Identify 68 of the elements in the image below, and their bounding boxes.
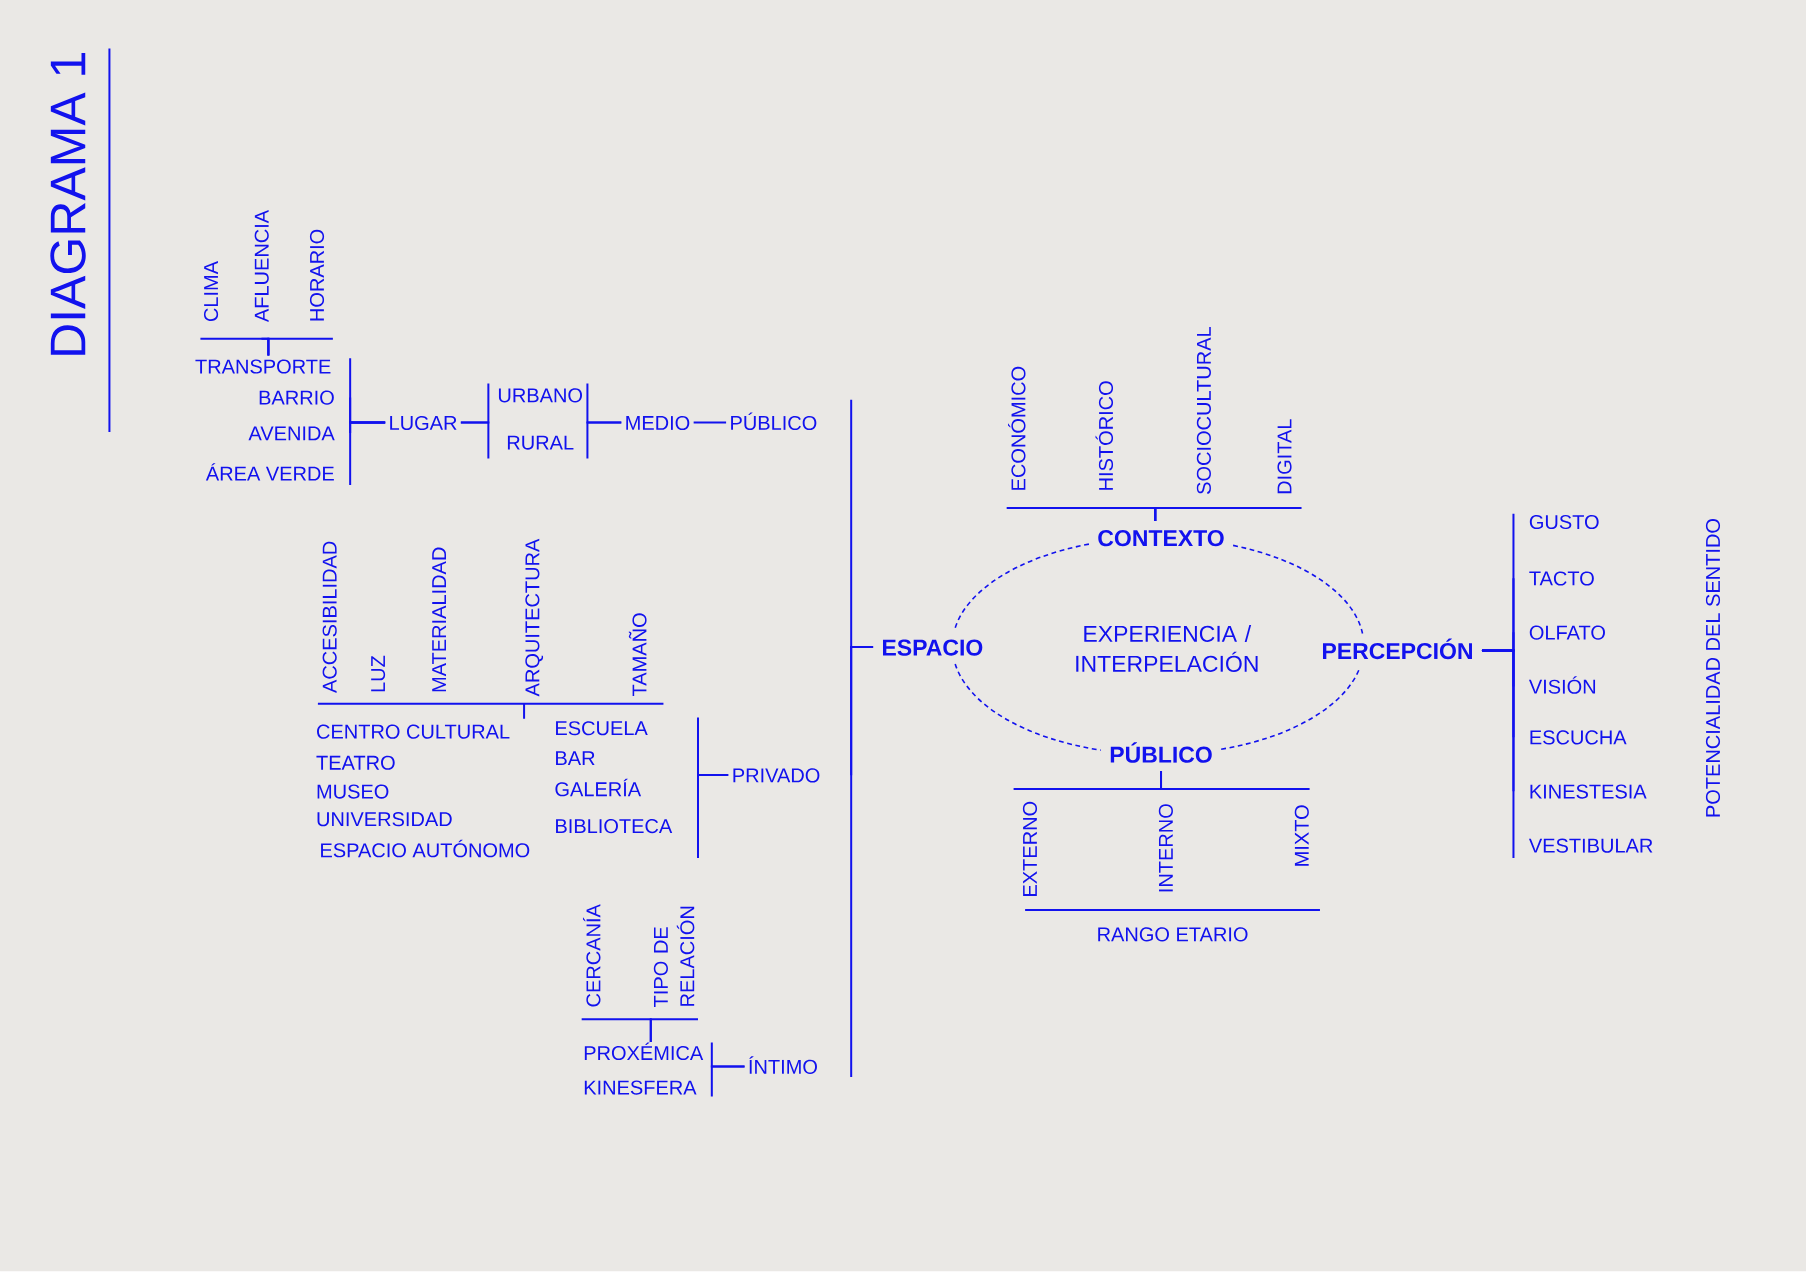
term-label: ESCUELA [556,721,648,736]
term-label: LUGAR [390,416,457,431]
diagram-title: DIAGRAMA 1 [50,53,86,356]
vertical-term-label: INTERNO [1158,804,1173,892]
term-label: ESPACIO AUTÓNOMO [321,840,530,858]
vertical-term-label: CLIMA [203,261,219,322]
term-label: TRANSPORTE [195,359,331,374]
group-label: RANGO ETARIO [1098,927,1248,942]
term-label: VISIÓN [1528,676,1596,694]
comb-connector [649,1018,699,1044]
vertical-term-label: EXTERNO [1022,802,1038,897]
term-label: ÁREA VERDE [205,463,334,481]
dashed-arc [1232,544,1364,635]
bracket-connector [850,646,875,1079]
term-label: ESCUCHA [1530,730,1627,745]
term-label: RURAL [507,435,574,450]
dashed-arc [954,663,1102,752]
bracket-connector [349,421,387,487]
term-label: GALERÍA [555,779,642,797]
term-label: GUSTO [1529,515,1599,530]
comb-connector [1154,507,1303,523]
term-label: CENTRO CULTURAL [317,724,510,739]
bracket-connector [1480,649,1515,860]
term-label: BAR [556,751,595,766]
term-label: BIBLIOTECA [556,819,673,834]
term-label: URBANO [498,388,583,403]
vertical-term-label: TIPO DE RELACIÓN [653,907,695,1008]
connector-line [692,421,728,424]
term-label: KINESTESIA [1530,784,1647,799]
vertical-term-label: AFLUENCIA [254,210,269,323]
term-label: PRIVADO [733,768,820,783]
side-label: POTENCIALIDAD DEL SENTIDO [1705,519,1721,817]
vertical-term-label: HISTÓRICO [1095,381,1114,490]
term-label: MUSEO [317,784,389,799]
term-label: AVENIDA [248,426,335,441]
bracket-connector [710,1065,746,1098]
vertical-term-label: HORARIO [309,229,325,321]
vertical-term-label: MIXTO [1294,805,1309,866]
vertical-term-label: LUZ [371,656,386,692]
bracket-connector [697,716,730,860]
term-label: MEDIO [626,416,690,431]
vertical-term-label: ECONÓMICO [1008,367,1026,490]
concept-label: PERCEPCIÓN [1323,638,1472,660]
term-label: VESTIBULAR [1528,838,1653,853]
term-label: KINESFERA [584,1080,697,1095]
vertical-term-label: DIGITAL [1277,419,1292,494]
vertical-term-label: ACCESIBILIDAD [322,541,337,694]
bracket-connector [586,421,623,460]
comb-connector [267,337,334,357]
concept-label: CONTEXTO [1098,530,1224,547]
term-label: TACTO [1529,571,1594,586]
term-label: TEATRO [316,755,395,771]
vertical-term-label: ARQUITECTURA [525,538,544,697]
vertical-term-label: CERCANÍA [583,904,601,1007]
term-label: BARRIO [259,390,334,405]
vertical-term-label: MATERIALIDAD [432,547,446,692]
vertical-term-label: SOCIOCULTURAL [1196,327,1211,495]
comb-connector [1160,770,1311,791]
vertical-term-label: TAMAÑO [628,613,647,697]
term-label: PÚBLICO [731,412,817,431]
bracket-connector [459,421,490,460]
term-label: UNIVERSIDAD [317,812,452,827]
center-text: EXPERIENCIA / INTERPELACIÓN [1076,625,1258,673]
concept-label: PÚBLICO [1110,742,1212,764]
term-label: OLFATO [1529,625,1605,640]
concept-label: ESPACIO [883,639,983,656]
term-label: PROXÉMICA [584,1042,704,1061]
term-label: ÍNTIMO [749,1056,817,1075]
